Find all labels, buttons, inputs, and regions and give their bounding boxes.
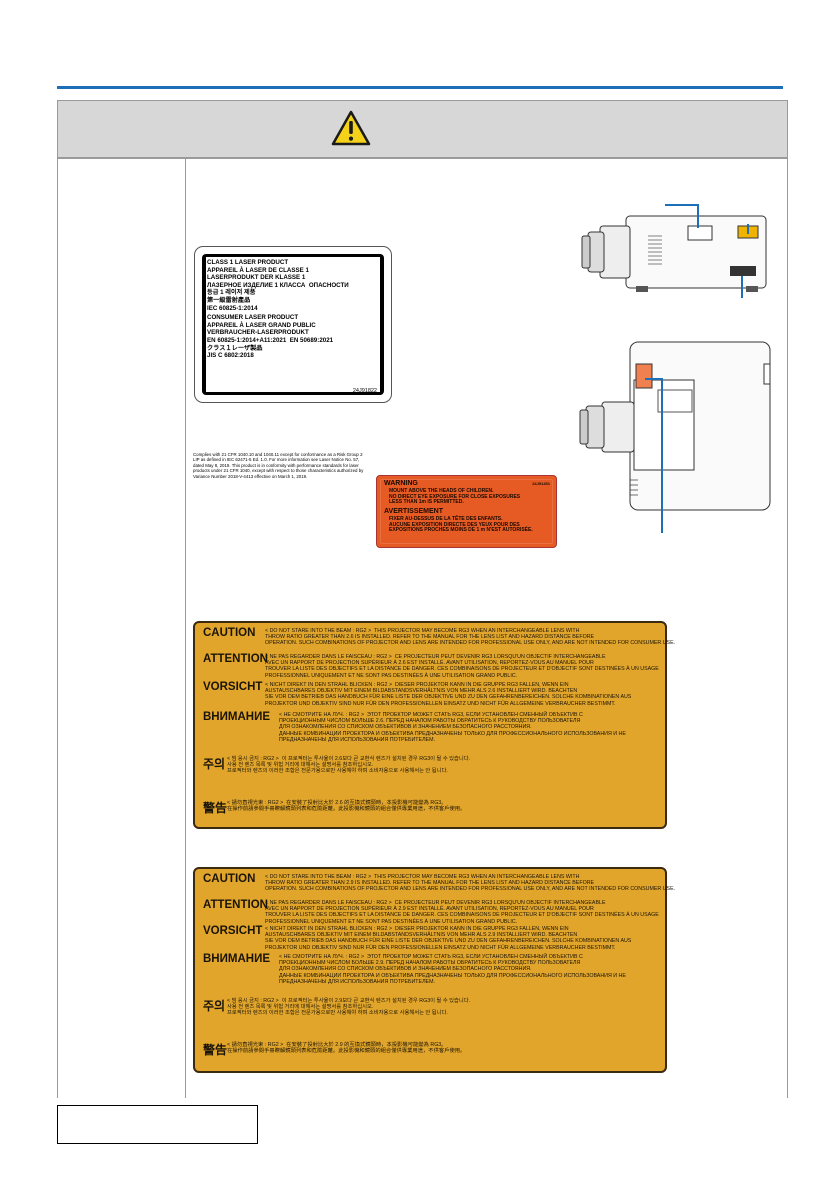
caution-row-heading: ВНИМАНИЕ (203, 953, 271, 965)
table-frame-right (787, 158, 788, 1098)
caution-row-heading: CAUTION (203, 627, 256, 639)
page-footer-box (57, 1105, 258, 1144)
class1-label-line: EN 60825-1:2014+A11:2021 EN 50689:2021 (207, 336, 334, 344)
projector-side-view-illustration (581, 215, 767, 292)
class1-label-line: CLASS 1 LASER PRODUCT (207, 259, 289, 266)
class1-label-line: CONSUMER LASER PRODUCT (207, 314, 299, 322)
caution-label-rg3-2-9: CAUTION < DO NOT STARE INTO THE BEAM : RG… (193, 867, 675, 1073)
warning-lines: MOUNT ABOVE THE HEADS OF CHILDREN. NO DI… (389, 488, 521, 506)
class1-label-line: ЛАЗЕРНОЕ ИЗДЕЛИЕ 1 КЛАССА ОПАСНОСТИ (207, 281, 349, 289)
caution-row-text: < NICHT DIREKT IN DEN STRAHL BLICKEN : R… (265, 926, 632, 951)
class1-label-line: IEC 60825-1:2014 (207, 304, 258, 312)
caution-row-heading: 警告 (203, 1043, 228, 1057)
caution-row-text: < НЕ СМОТРИТЕ НА ЛУЧ. : RG2 > ЭТОТ ПРОЕК… (279, 712, 626, 743)
callout-line-4b (645, 378, 663, 380)
class1-label-line: 第一級雷射產品 (207, 296, 251, 304)
class1-label-line: LASERPRODUKT DER KLASSE 1 (207, 274, 306, 282)
class1-label-line: クラス１レーザ製品 (207, 344, 263, 352)
caution-row-text: < NICHT DIREKT IN DEN STRAHL BLICKEN : R… (265, 682, 632, 707)
callout-line-2 (747, 224, 749, 234)
callout-line-1 (697, 204, 699, 228)
class1-label-line: 등급 1 레이저 제품 (207, 289, 256, 297)
warning-label-code: 24J91451 (532, 481, 550, 486)
table-frame-top (57, 158, 788, 159)
class1-label-code: 24J91822 (352, 388, 377, 394)
caution-row-text: < 請勿直視光束 : RG2 > 在安裝了投射比大於 2.6 的互換式鏡頭時，本… (227, 800, 466, 813)
callout-line-3 (741, 276, 743, 298)
caution-row-text: < DO NOT STARE INTO THE BEAM : RG2 > THI… (265, 628, 676, 647)
callout-line-4 (661, 378, 663, 533)
caution-row-text: < 빔 응시 금지 : RG2 > 이 프로젝터는 투사율이 2.9보다 큰 교… (227, 998, 471, 1017)
caution-row-heading: ATTENTION (203, 899, 268, 911)
projector-top-view-illustration (579, 341, 771, 511)
caution-label-rg3-2-6: CAUTION < DO NOT STARE INTO THE BEAM : RG… (193, 621, 675, 829)
caution-row-heading: ATTENTION (203, 653, 268, 665)
class1-label-line: VERBRAUCHER-LASERPRODUKT (207, 329, 309, 337)
caution-row-text: < NE PAS REGARDER DANS LE FAISCEAU : RG2… (265, 654, 659, 679)
callout-line-1b (665, 204, 698, 206)
class1-label-line: APPAREIL À LASER GRAND PUBLIC (207, 321, 316, 329)
caution-row-text: < 請勿直視光束 : RG2 > 在安裝了投射比大於 2.9 的互換式鏡頭時，本… (227, 1042, 466, 1055)
class1-label-line: APPAREIL À LASER DE CLASSE 1 (207, 266, 309, 274)
caution-row-heading: ВНИМАНИЕ (203, 711, 271, 723)
caution-row-heading: CAUTION (203, 873, 256, 885)
caution-row-heading: VORSICHT (203, 681, 263, 693)
caution-row-heading: 주의 (203, 757, 226, 771)
table-frame-left (57, 158, 58, 1098)
table-column-divider (185, 158, 186, 1098)
warning-orange-label: WARNING 24J91451 MOUNT ABOVE THE HEADS O… (376, 475, 557, 548)
avertissement-lines: FIXER AU-DESSUS DE LA TÊTE DES ENFANTS. … (389, 516, 533, 534)
caution-row-heading: 警告 (203, 801, 228, 815)
caution-row-heading: VORSICHT (203, 925, 263, 937)
caution-row-text: < DO NOT STARE INTO THE BEAM : RG2 > THI… (265, 874, 676, 893)
warning-header-bar (57, 100, 788, 158)
caution-row-text: < НЕ СМОТРИТЕ НА ЛУЧ. : RG2 > ЭТОТ ПРОЕК… (279, 954, 626, 985)
warning-triangle-icon (331, 110, 371, 146)
caution-row-text: < NE PAS REGARDER DANS LE FAISCEAU : RG2… (265, 900, 659, 925)
class1-label-line: JIS C 6802:2018 (207, 352, 254, 360)
avertissement-title: AVERTISSEMENT (384, 508, 443, 515)
compliance-statement: Complies with 21 CFR 1040.10 and 1040.11… (193, 452, 364, 479)
warning-title: WARNING (384, 480, 418, 487)
header-rule (57, 86, 783, 89)
caution-row-heading: 주의 (203, 999, 226, 1013)
caution-row-text: < 빔 응시 금지 : RG2 > 이 프로젝터는 투사율이 2.6보다 큰 교… (227, 756, 471, 775)
